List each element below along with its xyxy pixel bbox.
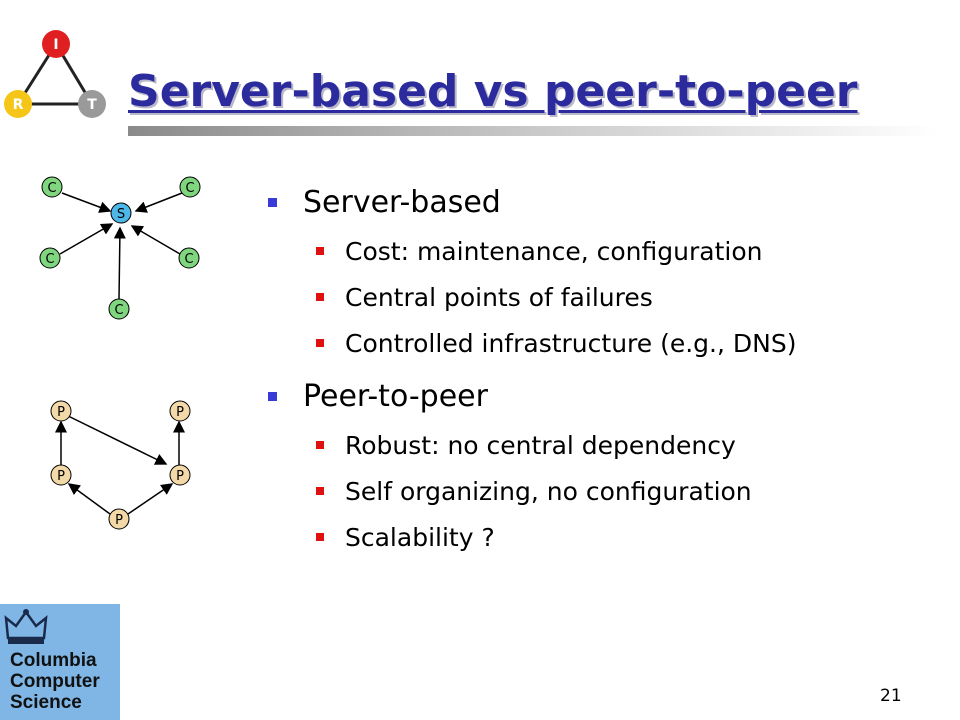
page-number: 21 [880, 686, 902, 706]
client-node-label: C [47, 181, 56, 196]
client-node-label: C [185, 181, 194, 196]
client-node-label: C [184, 252, 193, 267]
sub-bullet-label: Controlled infrastructure (e.g., DNS) [345, 328, 797, 358]
sub-bullet-item: Controlled infrastructure (e.g., DNS) [316, 326, 928, 360]
server-based-diagram: S C C C C C [39, 176, 201, 320]
peer-node-label: P [57, 469, 65, 484]
sub-bullet-label: Cost: maintenance, configuration [345, 236, 763, 266]
sub-bullet-label: Scalability ? [345, 522, 495, 552]
peer-node-label: P [115, 513, 123, 528]
logo-line: Science [10, 692, 82, 713]
square-bullet-icon [268, 197, 277, 207]
peer-node-label: P [57, 405, 65, 420]
square-bullet-icon [268, 391, 277, 401]
logo-line: Computer [10, 671, 100, 692]
sub-bullet-label: Self organizing, no configuration [345, 476, 752, 506]
client-node-label: C [114, 303, 123, 318]
sub-bullet-item: Cost: maintenance, configuration [316, 234, 928, 268]
irt-node-t: T [87, 97, 97, 113]
irt-node-i: I [53, 37, 58, 53]
bullet-group-peer-to-peer: Peer-to-peer Robust: no central dependen… [268, 376, 928, 554]
sub-bullet-item: Self organizing, no configuration [316, 474, 928, 508]
irt-logo: I R T [4, 30, 106, 118]
bullet-item: Server-based [268, 182, 928, 222]
square-bullet-icon [316, 247, 324, 255]
columbia-cs-logo: Columbia Computer Science [0, 604, 120, 720]
sub-bullet-label: Robust: no central dependency [345, 430, 736, 460]
sub-bullet-label: Central points of failures [345, 282, 653, 312]
sub-bullet-item: Robust: no central dependency [316, 428, 928, 462]
client-node-label: C [45, 252, 54, 267]
crown-icon [4, 609, 48, 644]
square-bullet-icon [316, 293, 324, 301]
peer-node-label: P [176, 405, 184, 420]
sub-bullet-item: Central points of failures [316, 280, 928, 314]
irt-node-r: R [13, 97, 24, 113]
bullet-label: Server-based [303, 184, 501, 220]
logo-line: Columbia [10, 650, 97, 671]
square-bullet-icon [316, 487, 324, 495]
bullet-label: Peer-to-peer [303, 378, 488, 414]
slide-title: Server-based vs peer-to-peer [128, 66, 858, 117]
title-underline-rule [128, 126, 938, 136]
server-node-label: S [117, 207, 125, 222]
peer-node-label: P [176, 469, 184, 484]
square-bullet-icon [316, 533, 324, 541]
bullet-list: Server-based Cost: maintenance, configur… [268, 178, 928, 554]
square-bullet-icon [316, 339, 324, 347]
square-bullet-icon [316, 441, 324, 449]
bullet-group-server-based: Server-based Cost: maintenance, configur… [268, 182, 928, 360]
bullet-item: Peer-to-peer [268, 376, 928, 416]
sub-bullet-item: Scalability ? [316, 520, 928, 554]
peer-to-peer-diagram: P P P P P [50, 400, 191, 530]
